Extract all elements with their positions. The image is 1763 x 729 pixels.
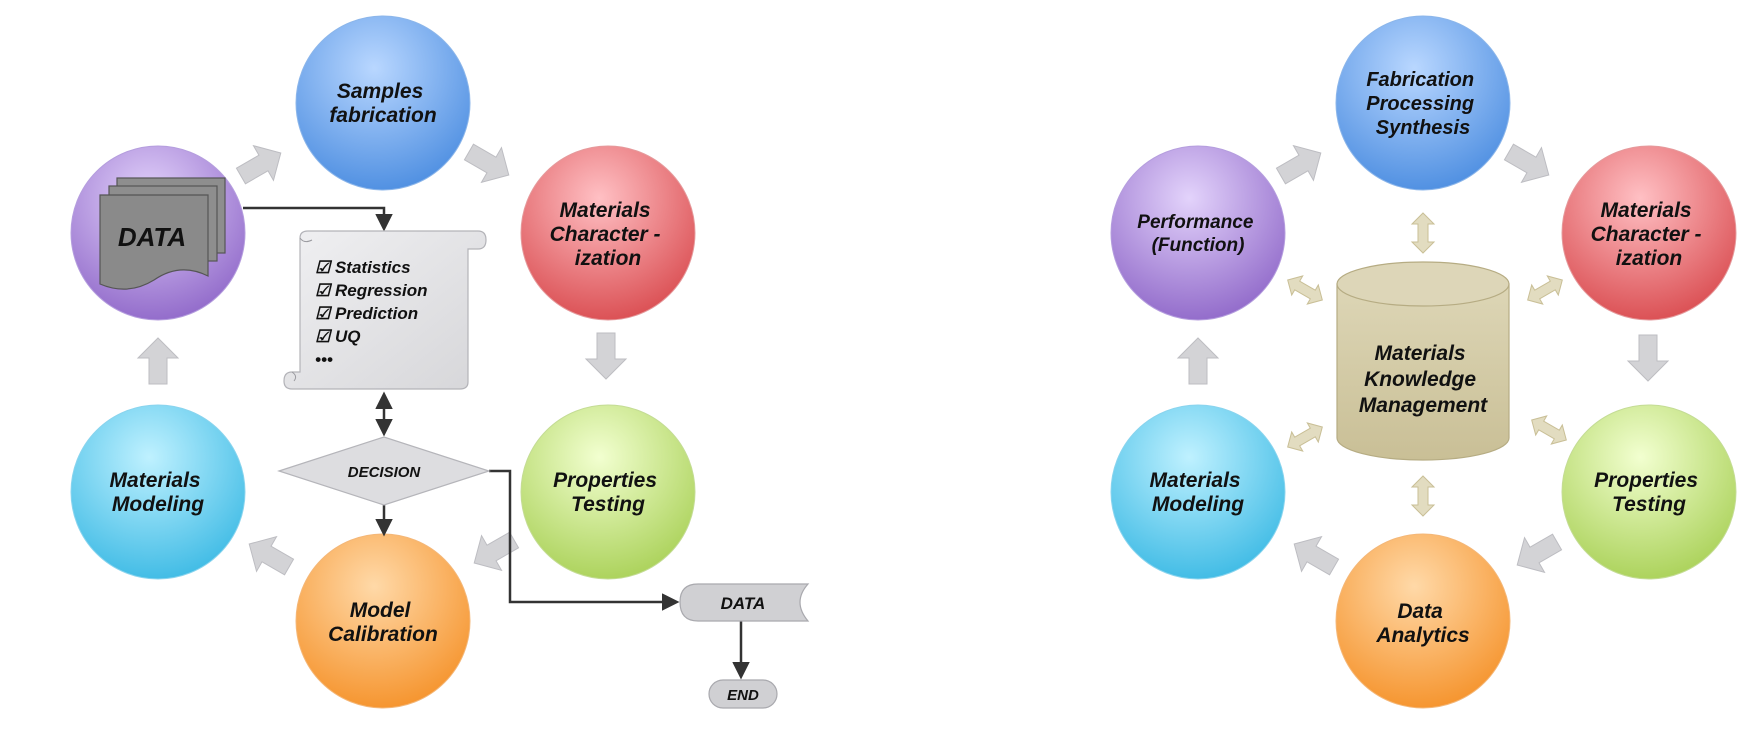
node-label: Calibration — [328, 623, 438, 646]
node-properties-testing: Properties Testing — [520, 404, 696, 580]
svg-text:Samples fabrication: Samples fabrication — [329, 80, 436, 127]
node-label: Synthesis — [1376, 117, 1470, 139]
node-label: Materials — [1601, 199, 1692, 222]
node-data-analytics: Data Analytics — [1335, 533, 1511, 709]
svg-text:Materials Character -: Materials Character - ization — [1591, 199, 1708, 270]
node-label: Data — [1397, 600, 1443, 623]
node-label: Performance — [1137, 212, 1254, 233]
node-materials-characterization: Materials Character - ization — [1561, 145, 1737, 321]
hub-label: Management — [1359, 394, 1488, 417]
cycle-arrow-fabrication-to-characterization — [1503, 143, 1550, 184]
scroll-item-statistics: ☑ Statistics — [315, 258, 411, 277]
svg-text:Properties Testing: Properties Testing — [1594, 469, 1704, 516]
node-materials-characterization: Materials Character - ization — [520, 145, 696, 321]
decision-diamond: DECISION — [277, 436, 491, 506]
node-performance-function: Performance (Function) — [1110, 145, 1286, 321]
svg-text:Model Calibration: Model Calibration — [328, 599, 438, 646]
svg-text:Performance (Function): Performance (Function) — [1137, 212, 1258, 256]
node-label: Processing — [1366, 93, 1474, 115]
svg-text:Materials Modeling: Materials Modeling — [110, 469, 207, 516]
node-label: Materials — [560, 199, 651, 222]
cycle-arrow-properties-to-calibration — [473, 531, 520, 572]
node-label: Modeling — [1152, 493, 1244, 516]
node-samples-fabrication: Samples fabrication — [295, 15, 471, 191]
hub-link-analytics — [1410, 475, 1436, 517]
node-label: Testing — [1612, 493, 1686, 516]
svg-text:Materials Character -: Materials Character - ization — [550, 199, 667, 270]
node-properties-testing: Properties Testing — [1561, 404, 1737, 580]
hub-link-characterization — [1527, 275, 1563, 305]
left-diagram: Samples fabrication Materials Character … — [70, 15, 810, 709]
svg-text:Properties Testing: Properties Testing — [553, 469, 663, 516]
cycle-arrow-modeling-to-performance — [1176, 337, 1220, 385]
hub-label: Knowledge — [1364, 368, 1476, 391]
node-label: fabrication — [329, 104, 436, 127]
connector-data-to-scroll — [243, 206, 393, 232]
connector-decision-to-data-output — [489, 469, 680, 611]
node-label: Analytics — [1375, 624, 1469, 647]
cycle-arrow-calibration-to-modeling — [248, 535, 295, 576]
cycle-arrow-modeling-to-data — [136, 337, 180, 385]
scroll-item-more: ••• — [315, 350, 333, 369]
cycle-arrow-characterization-to-properties — [584, 332, 628, 380]
scroll-item-regression: ☑ Regression — [315, 281, 428, 300]
cycle-arrow-characterization-to-properties — [1626, 334, 1670, 382]
node-materials-modeling: Materials Modeling — [1110, 404, 1286, 580]
svg-text:Materials Knowledge: Materials Knowledge Management — [1359, 342, 1488, 417]
node-data: DATA — [70, 145, 246, 321]
node-label: Properties — [553, 469, 657, 492]
cycle-arrow-performance-to-fabrication — [1275, 144, 1322, 185]
node-label: Materials — [1150, 469, 1241, 492]
svg-text:☑ Statistics ☑ Regress: ☑ Statistics ☑ Regression ☑ Prediction ☑… — [315, 258, 432, 369]
node-label: Testing — [571, 493, 645, 516]
hub-link-fabrication — [1410, 212, 1436, 254]
node-label: Character - — [550, 223, 661, 246]
svg-text:Fabrication Processing: Fabrication Processing Synthesis — [1366, 69, 1479, 139]
node-label: ization — [1616, 247, 1683, 270]
node-model-calibration: Model Calibration — [295, 533, 471, 709]
data-label: DATA — [118, 222, 186, 252]
cycle-arrow-properties-to-analytics — [1516, 533, 1563, 574]
right-diagram: Materials Knowledge Management Fabricati… — [1110, 15, 1737, 709]
hub-label: Materials — [1375, 342, 1466, 365]
knowledge-management-hub: Materials Knowledge Management — [1336, 261, 1510, 461]
cycle-arrow-data-to-samples — [235, 144, 282, 185]
hub-link-properties — [1531, 415, 1567, 445]
end-label: END — [727, 687, 759, 704]
cycle-arrow-samples-to-characterization — [463, 143, 510, 184]
node-label: ization — [575, 247, 642, 270]
node-label: Properties — [1594, 469, 1698, 492]
node-label: Samples — [337, 80, 423, 103]
node-fabrication-processing-synthesis: Fabrication Processing Synthesis — [1335, 15, 1511, 191]
decision-label: DECISION — [348, 464, 422, 481]
hub-link-modeling — [1287, 422, 1323, 452]
scroll-item-prediction: ☑ Prediction — [315, 304, 418, 323]
analysis-scroll: ☑ Statistics ☑ Regression ☑ Prediction ☑… — [283, 230, 487, 390]
node-label: Character - — [1591, 223, 1702, 246]
node-label: Fabrication — [1366, 69, 1474, 91]
data-output-label: DATA — [721, 594, 766, 613]
node-label: Model — [350, 599, 412, 622]
node-label: Materials — [110, 469, 201, 492]
node-label: (Function) — [1152, 235, 1245, 256]
svg-text:Data Analytics: Data Analytics — [1375, 600, 1469, 647]
documents-icon — [99, 177, 226, 290]
data-output-node: DATA — [679, 583, 810, 622]
cycle-arrow-analytics-to-modeling — [1293, 535, 1340, 576]
svg-text:Materials Modeling: Materials Modeling — [1150, 469, 1247, 516]
hub-link-performance — [1287, 275, 1323, 305]
node-label: Modeling — [112, 493, 204, 516]
node-materials-modeling: Materials Modeling — [70, 404, 246, 580]
end-terminator: END — [708, 679, 778, 709]
scroll-item-uq: ☑ UQ — [315, 327, 360, 346]
